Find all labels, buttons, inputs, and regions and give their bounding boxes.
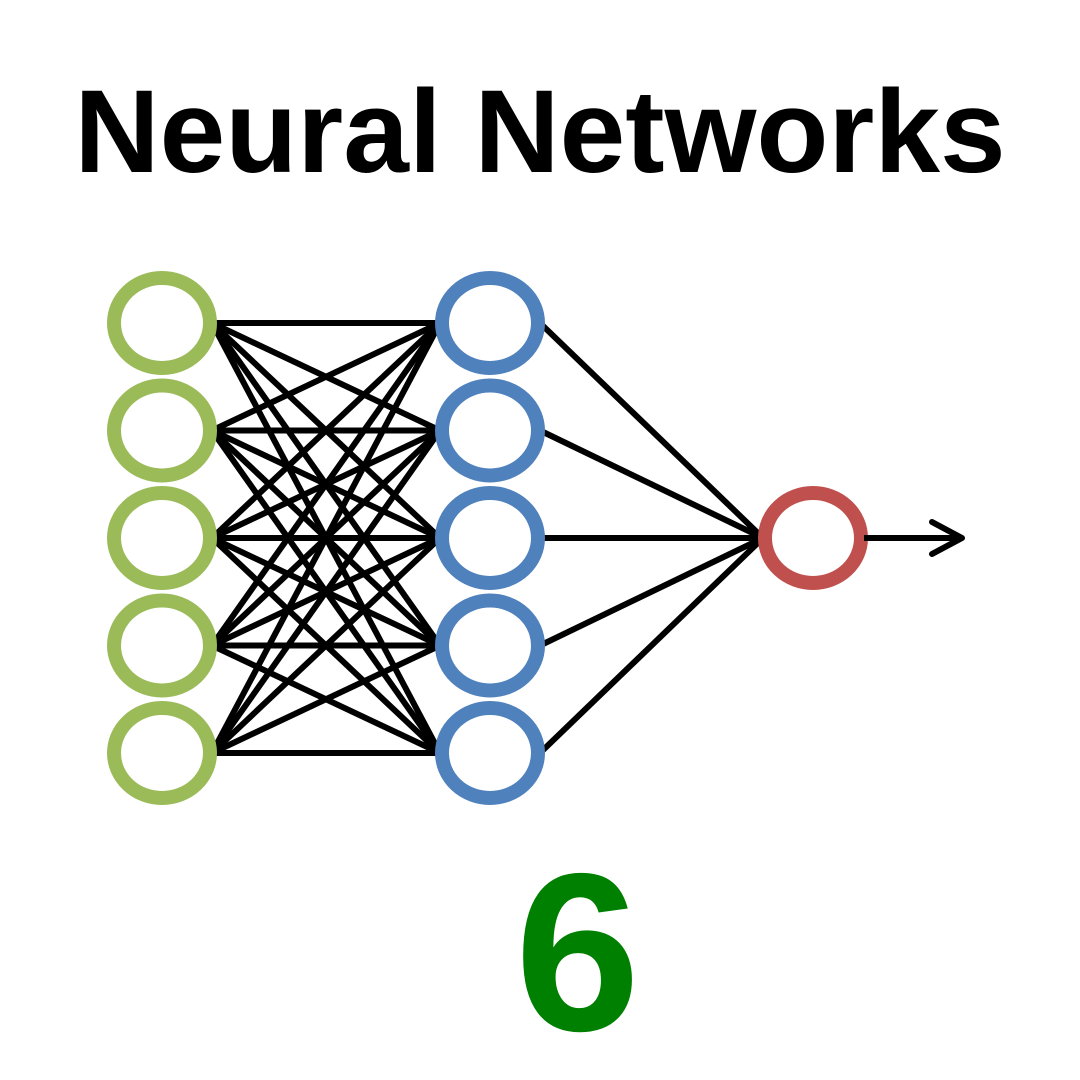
edge-hidden-1-output-1 (537, 320, 766, 541)
output-arrow (864, 519, 965, 557)
network-nodes (107, 271, 868, 805)
hidden-node-2 (435, 378, 545, 483)
input-node-4 (107, 593, 217, 698)
output-node-1 (758, 486, 868, 590)
edge-input-5-hidden-1 (209, 321, 443, 755)
edge-hidden-2-output-1 (538, 427, 765, 541)
hidden-node-4 (435, 593, 545, 698)
hidden-node-3 (435, 486, 545, 590)
input-node-1 (107, 271, 217, 375)
edge-input-3-hidden-1 (209, 320, 443, 541)
hidden-node-5 (435, 701, 545, 805)
edge-hidden-5-output-1 (537, 535, 766, 756)
edge-input-2-hidden-1 (210, 320, 442, 434)
edge-input-5-hidden-3 (209, 535, 443, 756)
edge-input-5-hidden-2 (209, 428, 443, 755)
input-node-3 (107, 486, 217, 590)
input-node-2 (107, 378, 217, 483)
edge-input-5-hidden-4 (210, 642, 442, 756)
hidden-node-1 (435, 271, 545, 375)
edge-hidden-4-output-1 (538, 535, 765, 649)
input-node-5 (107, 701, 217, 805)
page-title: Neural Networks (74, 66, 1006, 198)
edge-input-4-hidden-1 (209, 321, 443, 648)
connection-edges (209, 320, 766, 756)
arrow-head (929, 519, 965, 557)
slide-number: 6 (514, 826, 641, 1078)
